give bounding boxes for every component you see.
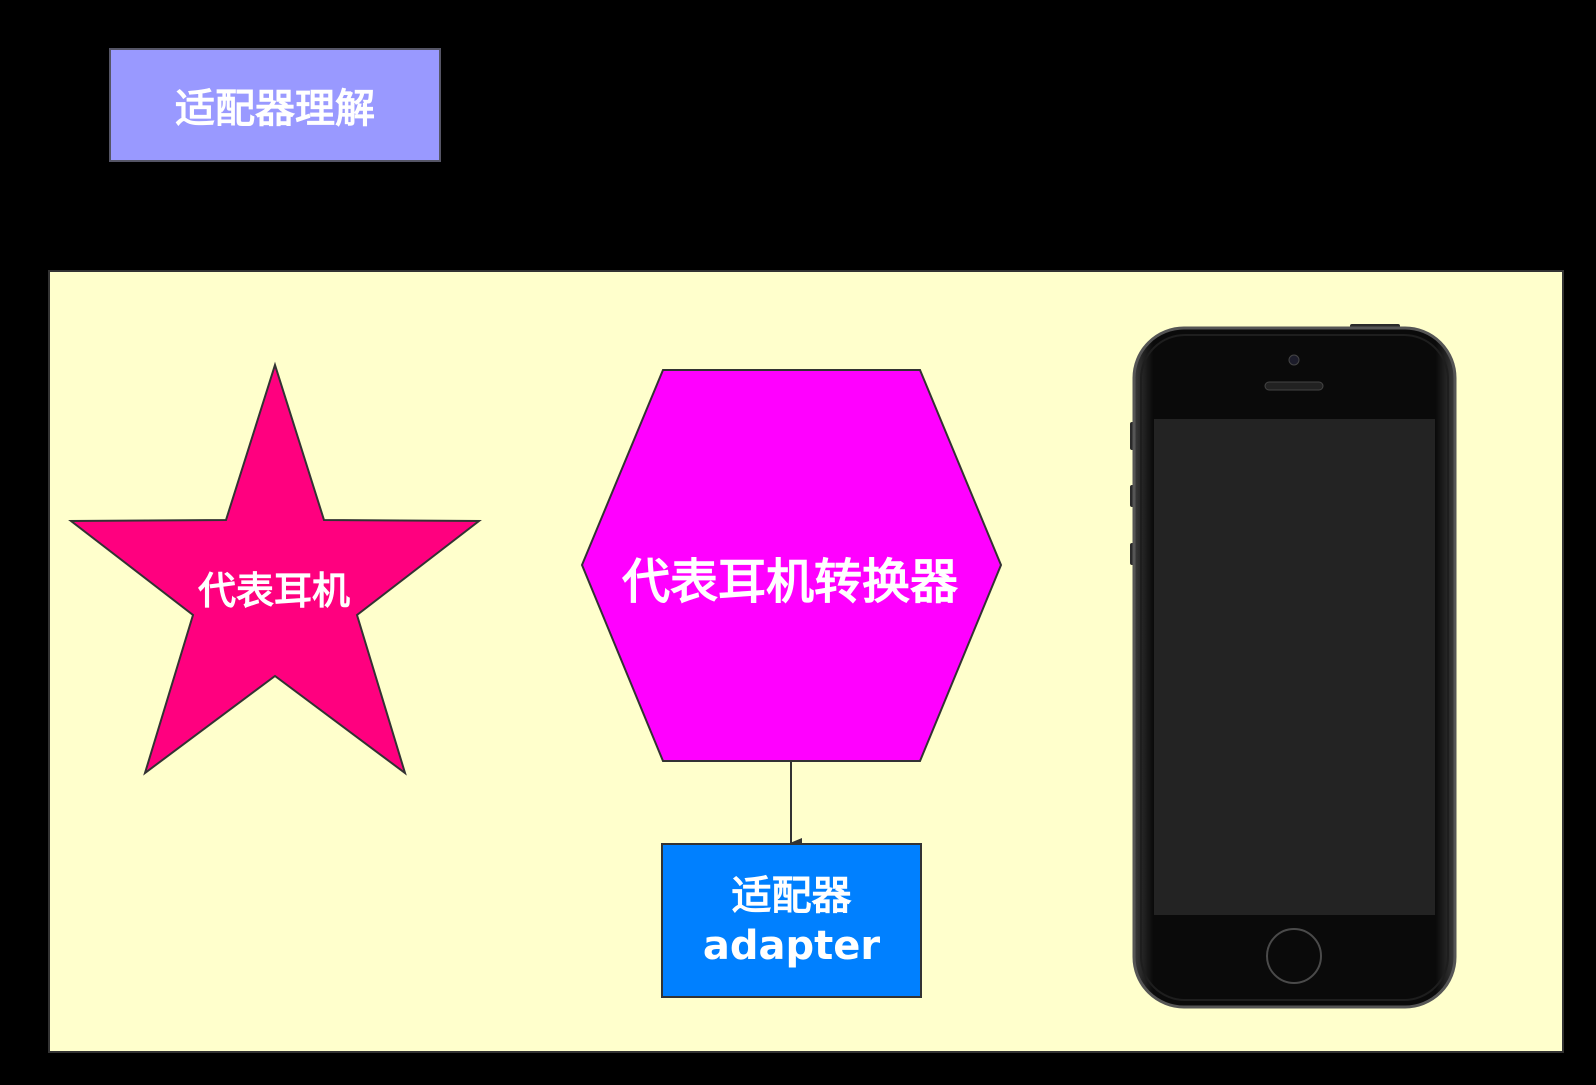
- star-shape: [68, 361, 482, 776]
- diagram-title: 适配器理解: [109, 48, 441, 162]
- smartphone-icon: [1130, 324, 1457, 1009]
- hexagon-label: 代表耳机转换器: [621, 554, 958, 610]
- adapter-node: 适配器 adapter: [661, 843, 922, 998]
- adapter-label-cn: 适配器: [731, 872, 852, 919]
- hexagon-shape: [580, 369, 1003, 762]
- diagram-title-text: 适配器理解: [175, 86, 375, 132]
- adapter-label-en: adapter: [702, 922, 881, 969]
- star-label: 代表耳机: [197, 569, 350, 613]
